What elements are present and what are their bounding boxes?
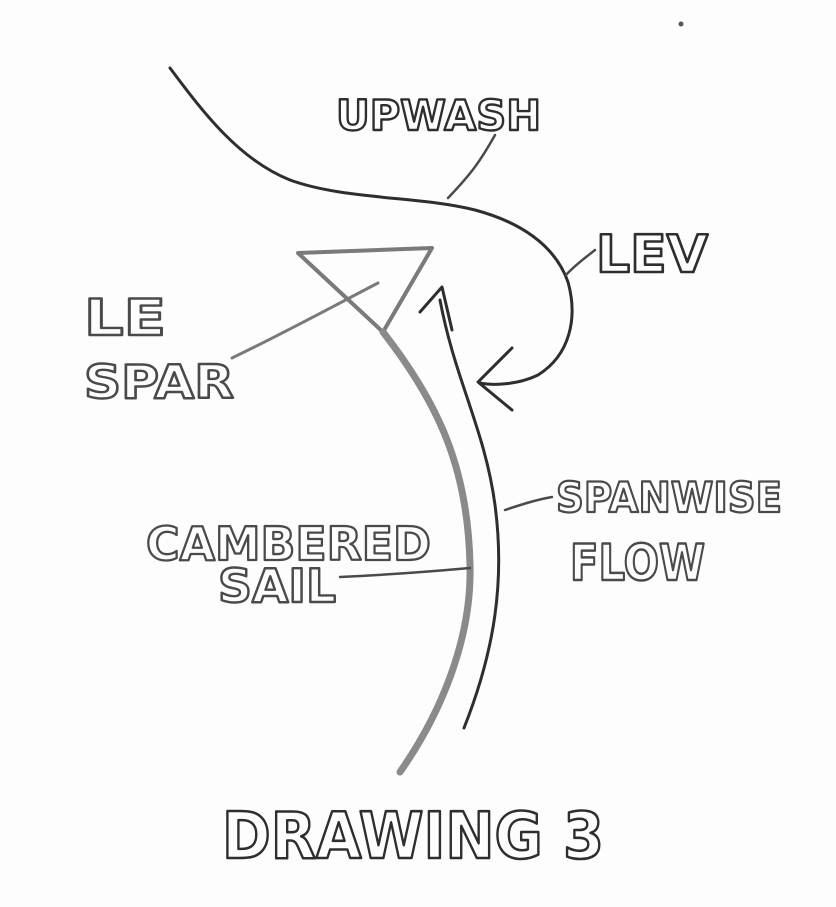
upwash-label: UPWASH bbox=[336, 91, 541, 140]
spar-label: SPAR bbox=[84, 355, 234, 409]
sail-label: SAIL bbox=[218, 559, 336, 613]
pencil-dot bbox=[678, 21, 684, 27]
lev-leader-line bbox=[564, 248, 597, 277]
lev-label: LEV bbox=[596, 225, 708, 285]
lev-arrowhead bbox=[476, 346, 514, 412]
spanwise-label: SPANWISE bbox=[556, 473, 782, 522]
flow-label: FLOW bbox=[570, 534, 705, 592]
le-spar-triangle bbox=[296, 246, 434, 334]
drawing-title: DRAWING 3 bbox=[222, 800, 604, 874]
le-label: LE bbox=[84, 289, 166, 347]
le-spar-leader-line bbox=[230, 281, 380, 360]
cambered-sail-leader-line bbox=[338, 566, 472, 579]
upwash-streamline bbox=[168, 66, 574, 386]
upwash-leader-line bbox=[446, 133, 497, 200]
cambered-label: CAMBERED bbox=[146, 517, 431, 571]
cambered-sail bbox=[379, 328, 474, 776]
spanwise-flow-leader-line bbox=[503, 495, 554, 512]
spanwise-flow-arrowhead bbox=[418, 285, 454, 332]
spanwise-flow-line bbox=[438, 298, 501, 730]
